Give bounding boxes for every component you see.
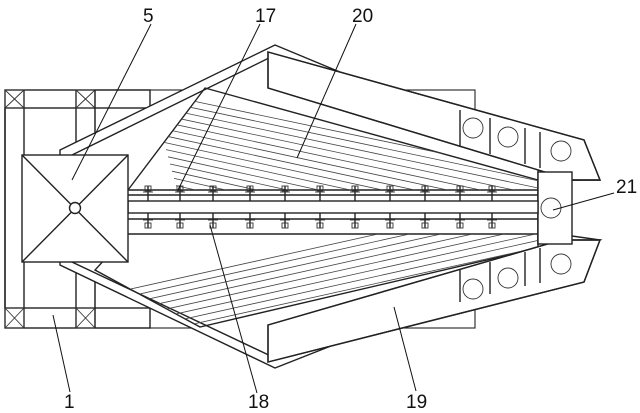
hatch-line xyxy=(95,246,538,327)
paddle-upper-tip xyxy=(209,185,217,192)
paddle-upper-tip xyxy=(281,185,289,192)
paddle-upper-tip xyxy=(386,185,394,192)
leader-lines xyxy=(52,23,615,394)
roller-wheel xyxy=(550,253,572,275)
ref-label-19: 19 xyxy=(406,392,427,413)
discharge-end-box xyxy=(537,171,573,245)
paddle-lower-tip xyxy=(421,222,429,229)
hatch-line xyxy=(159,127,538,190)
hatch-line xyxy=(171,170,538,190)
hatch-line xyxy=(95,234,538,313)
ref-label-17: 17 xyxy=(255,6,276,27)
paddle-lower-tip xyxy=(456,222,464,229)
hatch-line xyxy=(151,98,538,182)
paddle-upper-tip xyxy=(351,185,359,192)
paddle-lower-tip xyxy=(316,222,324,229)
hatch-line xyxy=(95,234,538,320)
hatch-line xyxy=(155,113,538,190)
ref-label-5: 5 xyxy=(143,6,154,27)
paddle-upper-tip xyxy=(456,185,464,192)
motor-box xyxy=(21,154,129,263)
paddle-upper-tip xyxy=(488,185,496,192)
motor-shaft-icon xyxy=(68,201,82,215)
hatch-line xyxy=(167,156,538,190)
hatch-line xyxy=(95,234,538,306)
ref-label-20: 20 xyxy=(352,6,373,27)
ref-label-21: 21 xyxy=(616,177,637,198)
paddle-lower-tip xyxy=(144,222,152,229)
hatch-line xyxy=(161,134,538,190)
paddle-lower-tip xyxy=(386,222,394,229)
paddle-lower-tip xyxy=(488,222,496,229)
paddle-lower-tip xyxy=(281,222,289,229)
hatch-line xyxy=(169,163,538,190)
paddle-upper-tip xyxy=(246,185,254,192)
paddle-lower-tip xyxy=(176,222,184,229)
hatch-line xyxy=(163,142,538,190)
roller-wheel xyxy=(462,278,484,300)
paddle-lower-tip xyxy=(351,222,359,229)
central-shaft xyxy=(127,185,539,229)
hatch-line xyxy=(95,234,538,299)
roller-wheel xyxy=(497,267,519,289)
paddle-upper-tip xyxy=(144,185,152,192)
paddle-upper-tip xyxy=(316,185,324,192)
paddle-lower-tip xyxy=(246,222,254,229)
paddle-upper-tip xyxy=(421,185,429,192)
ref-label-18: 18 xyxy=(248,392,269,413)
roller-wheel xyxy=(462,117,484,139)
roller-wheel xyxy=(497,126,519,148)
hatch-line xyxy=(153,106,538,189)
ref-label-1: 1 xyxy=(64,392,75,413)
hatch-line xyxy=(165,149,538,190)
hatch-line xyxy=(157,120,538,190)
roller-wheel xyxy=(550,140,572,162)
